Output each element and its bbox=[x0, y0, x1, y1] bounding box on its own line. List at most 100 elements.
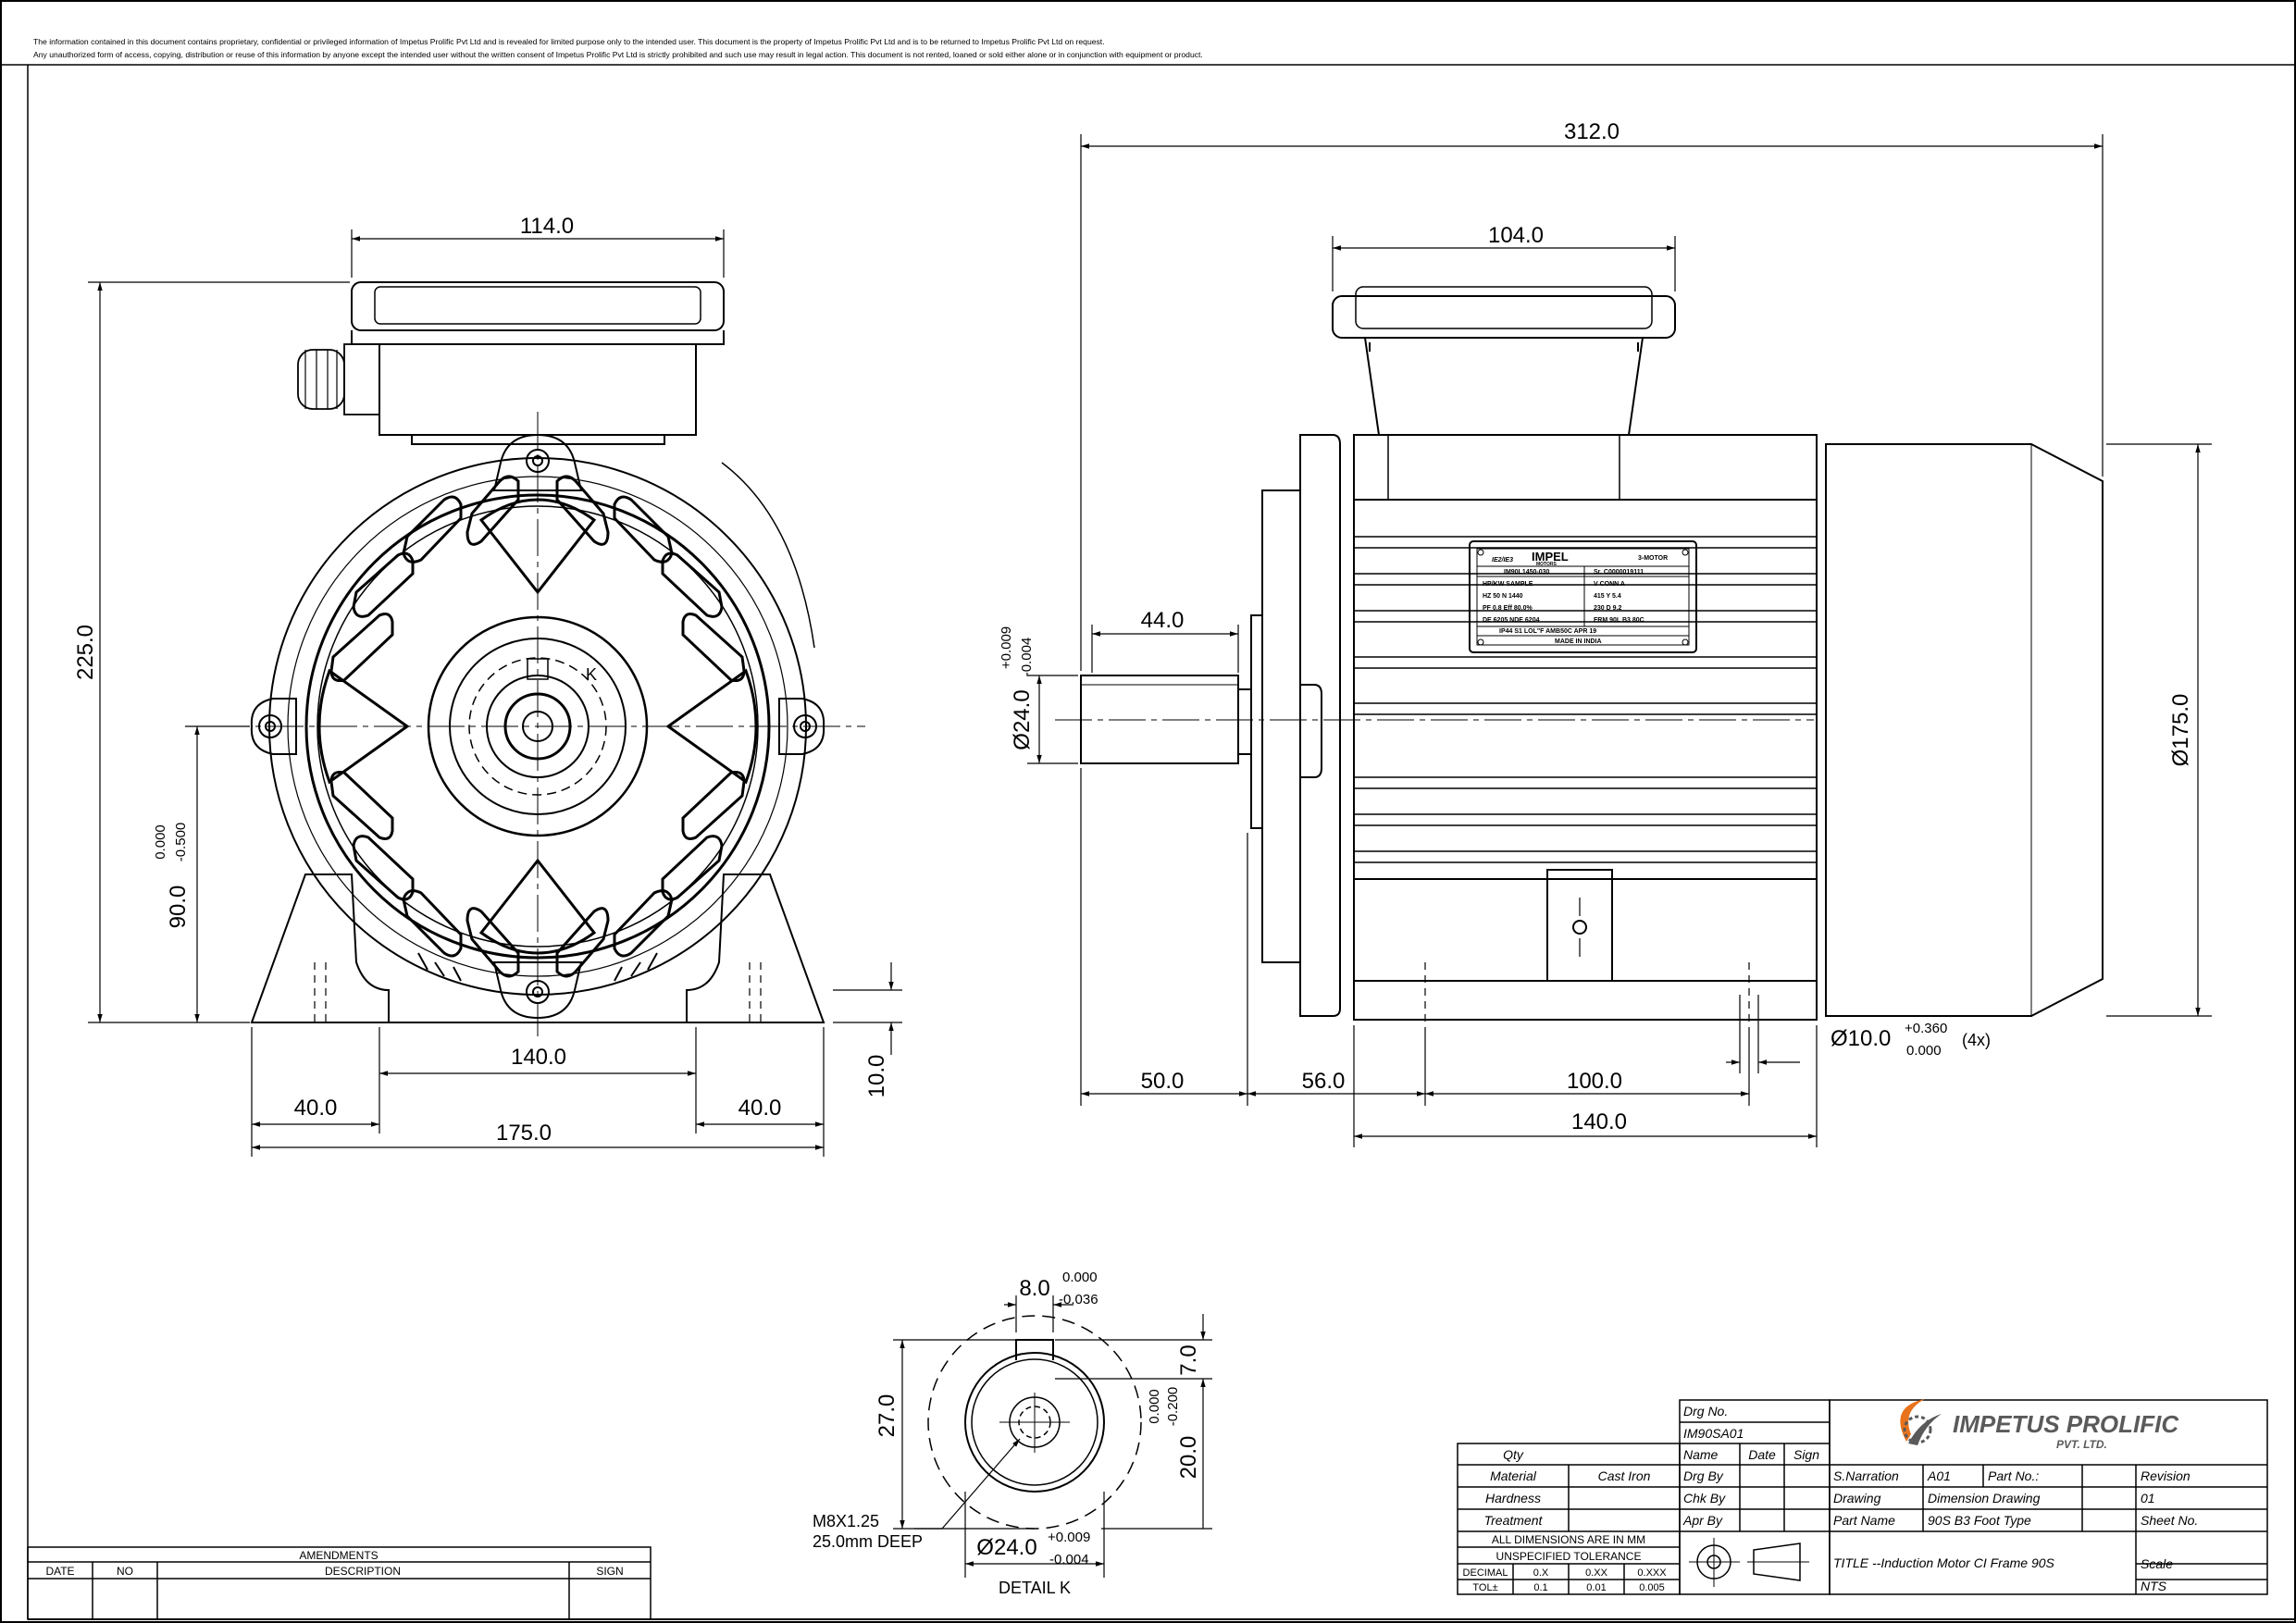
amendments-col-no: NO bbox=[117, 1565, 133, 1578]
tb-drg-no-label: Drg No. bbox=[1683, 1404, 1728, 1419]
nameplate: IE2/IE3 IMPEL MOTORS 3-MOTOR IM90L1450-0… bbox=[1469, 540, 1697, 653]
np-r5a: DE 6205 NDE 6204 bbox=[1483, 617, 1540, 624]
detail-dim-8-tol-lower: -0.036 bbox=[1059, 1292, 1098, 1307]
tb-revision: 01 bbox=[2141, 1491, 2155, 1505]
detail-dim-8: 8.0 bbox=[1019, 1276, 1049, 1301]
front-view-dimensions bbox=[88, 229, 902, 1157]
tb-sheet-no-label: Sheet No. bbox=[2141, 1513, 2198, 1528]
detail-dim-20-tol-lower: -0.200 bbox=[1165, 1387, 1181, 1427]
amendments-text: AMENDMENTS DATE NO DESCRIPTION SIGN bbox=[45, 1549, 623, 1578]
detail-k bbox=[927, 1315, 1142, 1530]
np-r7: MADE IN INDIA bbox=[1555, 638, 1602, 645]
tb-drg-no: IM90SA01 bbox=[1683, 1426, 1744, 1441]
dim-10-front: 10.0 bbox=[864, 1055, 889, 1098]
amendments-block bbox=[27, 1546, 652, 1620]
dim-44: 44.0 bbox=[1141, 608, 1185, 633]
tb-scale: NTS bbox=[2141, 1579, 2167, 1593]
tb-tol: TOL± bbox=[1472, 1582, 1497, 1593]
dim-24-side: Ø24.0 bbox=[1010, 689, 1035, 750]
detail-dim-20: 20.0 bbox=[1176, 1436, 1201, 1480]
amendments-title: AMENDMENTS bbox=[299, 1549, 378, 1562]
np-r3a: HZ 50 N 1440 bbox=[1483, 593, 1523, 600]
tb-material: Cast Iron bbox=[1598, 1468, 1651, 1483]
dim-312: 312.0 bbox=[1564, 119, 1620, 144]
np-r1a: IM90L1450-030 bbox=[1504, 569, 1550, 576]
dim-10-side: Ø10.0 bbox=[1831, 1026, 1891, 1051]
dim-56: 56.0 bbox=[1302, 1069, 1346, 1094]
notice-line-2: Any unauthorized form of access, copying… bbox=[33, 50, 1203, 59]
amendments-col-date: DATE bbox=[45, 1565, 74, 1578]
dim-10-side-tol-upper: +0.360 bbox=[1905, 1021, 1947, 1036]
dim-175-front: 175.0 bbox=[496, 1121, 552, 1146]
dim-24-side-tol-lower: -0.004 bbox=[1019, 638, 1035, 677]
dim-225: 225.0 bbox=[73, 625, 98, 680]
np-r2a: HP/KW SAMPLE bbox=[1483, 581, 1533, 588]
dim-140-front: 140.0 bbox=[511, 1045, 566, 1070]
tb-drawing: Dimension Drawing bbox=[1928, 1491, 2041, 1505]
dim-50: 50.0 bbox=[1141, 1069, 1185, 1094]
detail-dim-24-tol-upper: +0.009 bbox=[1048, 1530, 1090, 1545]
tb-v1: 0.1 bbox=[1533, 1582, 1547, 1593]
np-tag: IE2/IE3 bbox=[1492, 557, 1513, 564]
company-sub: PVT. LTD. bbox=[2056, 1438, 2107, 1451]
tb-sign: Sign bbox=[1793, 1447, 1819, 1462]
dim-40-left: 40.0 bbox=[294, 1096, 338, 1121]
detail-thread-2: 25.0mm DEEP bbox=[813, 1532, 923, 1551]
tb-v3: 0.005 bbox=[1639, 1582, 1665, 1593]
detail-dim-27: 27.0 bbox=[875, 1394, 900, 1438]
detail-dim-7: 7.0 bbox=[1176, 1344, 1201, 1375]
dim-104: 104.0 bbox=[1488, 223, 1544, 248]
side-view-dim-text: 312.0 104.0 44.0 Ø24.0 +0.009 -0.004 Ø17… bbox=[999, 119, 2193, 1134]
tb-part-no-label: Part No.: bbox=[1988, 1468, 2039, 1483]
tb-part-name: 90S B3 Foot Type bbox=[1928, 1513, 2031, 1528]
label-k: K bbox=[586, 665, 597, 684]
np-r4b: 230 D 9.2 bbox=[1594, 605, 1621, 612]
tb-hardness: Hardness bbox=[1485, 1491, 1541, 1505]
tb-s-narration: A01 bbox=[1927, 1468, 1951, 1483]
detail-thread-1: M8X1.25 bbox=[813, 1512, 879, 1530]
dim-90: 90.0 bbox=[166, 886, 191, 929]
tb-drawing-label: Drawing bbox=[1833, 1491, 1881, 1505]
tb-material-label: Material bbox=[1490, 1468, 1537, 1483]
company-name: IMPETUS PROLIFIC bbox=[1953, 1410, 2179, 1438]
detail-dim-24: Ø24.0 bbox=[976, 1535, 1036, 1560]
np-r2b: V CONN A bbox=[1594, 581, 1625, 588]
detail-k-text: 8.0 0.000 -0.036 27.0 7.0 20.0 0.000 -0.… bbox=[813, 1270, 1201, 1597]
title-block-text: Drg No. IM90SA01 Qty Name Date Sign Mate… bbox=[1463, 1404, 2199, 1593]
tb-chk-by: Chk By bbox=[1683, 1491, 1726, 1505]
np-r4a: PF 0.8 Eff 80.0% bbox=[1483, 605, 1533, 612]
np-brand: IMPEL bbox=[1532, 550, 1569, 564]
detail-title: DETAIL K bbox=[999, 1579, 1071, 1597]
tb-c3: 0.XXX bbox=[1637, 1567, 1667, 1579]
detail-k-dimensions bbox=[893, 1295, 1212, 1578]
dim-90-tol-upper: 0.000 bbox=[153, 824, 168, 860]
tb-part-name-label: Part Name bbox=[1833, 1513, 1895, 1528]
side-fins bbox=[1354, 536, 1817, 863]
detail-dim-8-tol-upper: 0.000 bbox=[1062, 1270, 1098, 1285]
tb-decimal: DECIMAL bbox=[1463, 1567, 1508, 1579]
np-r5b: FRM 90L B3 80C bbox=[1594, 617, 1644, 624]
tb-v2: 0.01 bbox=[1586, 1582, 1606, 1593]
tb-all-dims: ALL DIMENSIONS ARE IN MM bbox=[1492, 1533, 1645, 1546]
tb-s-narration-label: S.Narration bbox=[1833, 1468, 1899, 1483]
dim-24-side-tol-upper: +0.009 bbox=[999, 626, 1014, 669]
dim-114: 114.0 bbox=[520, 214, 574, 239]
detail-dim-20-tol-upper: 0.000 bbox=[1147, 1389, 1162, 1424]
dim-10-side-tol-lower: 0.000 bbox=[1906, 1043, 1942, 1059]
dim-100: 100.0 bbox=[1567, 1069, 1622, 1094]
np-sub: MOTORS bbox=[1536, 562, 1558, 567]
dim-175-side: Ø175.0 bbox=[2168, 694, 2193, 767]
tb-scale-label: Scale bbox=[2141, 1556, 2173, 1571]
np-r6: IP44 S1 LOL"F AMB50C APR 19 bbox=[1499, 628, 1596, 635]
np-r1b: Sr. C0000019111 bbox=[1594, 569, 1644, 576]
tb-qty: Qty bbox=[1503, 1447, 1524, 1462]
cable-gland bbox=[297, 343, 380, 415]
front-view bbox=[213, 281, 865, 1036]
tb-c1: 0.X bbox=[1533, 1567, 1549, 1579]
dim-90-tol-lower: -0.500 bbox=[173, 823, 189, 862]
side-view bbox=[1055, 286, 2104, 1022]
tb-title: TITLE --Induction Motor CI Frame 90S bbox=[1833, 1555, 2055, 1570]
amendments-col-sign: SIGN bbox=[596, 1565, 623, 1578]
side-view-dimensions bbox=[1027, 134, 2212, 1147]
